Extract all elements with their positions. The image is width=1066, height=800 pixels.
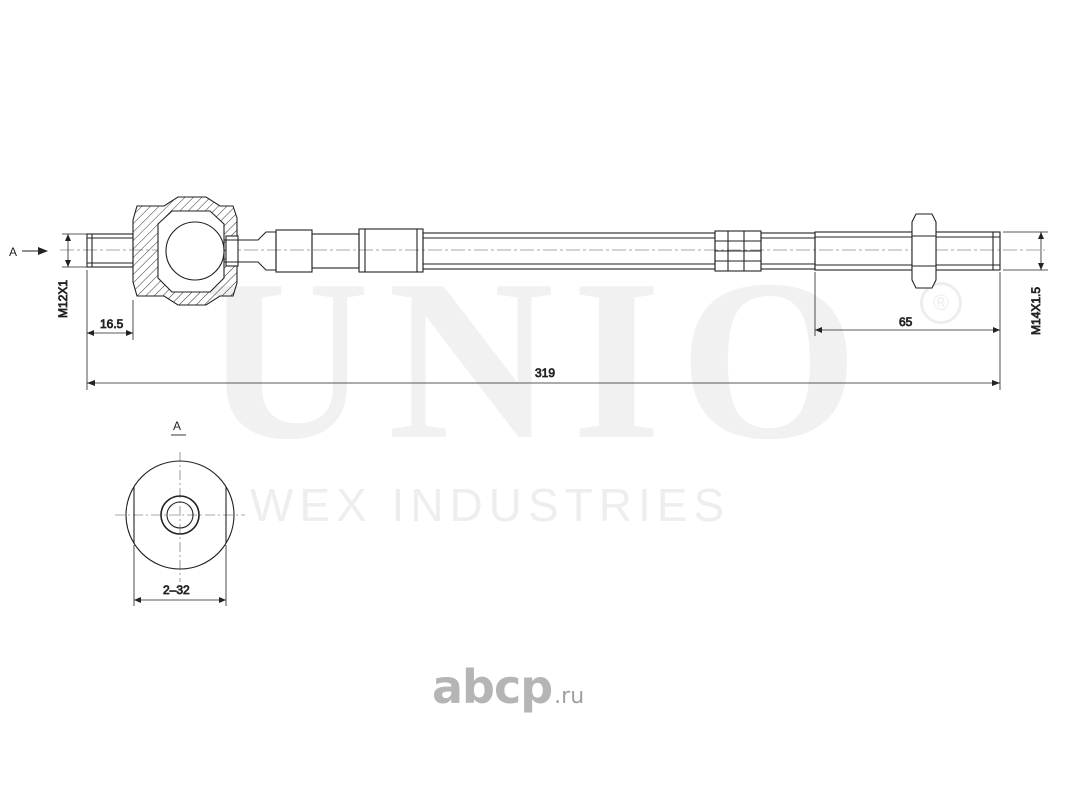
dimension-overall-length: 319	[87, 366, 1000, 386]
dim-left-thread-length-label: 16.5	[100, 317, 124, 331]
dimension-wrench-size: 2–32	[133, 545, 227, 606]
dimension-right-thread-diameter: M14X1.5	[1003, 231, 1048, 335]
view-direction-arrow: A	[9, 245, 48, 259]
dimension-left-thread-diameter: M12X1	[56, 233, 87, 318]
thread-left-label: M12X1	[56, 280, 70, 318]
thread-right-label: M14X1.5	[1029, 287, 1043, 335]
watermark-company: WEX INDUSTRIES	[250, 479, 731, 531]
right-threaded-end	[814, 231, 1001, 271]
dim-right-thread-length-label: 65	[899, 315, 913, 329]
watermark-brand: UNIO	[203, 232, 877, 487]
dim-overall-length-label: 319	[535, 366, 555, 380]
left-threaded-end	[86, 233, 134, 268]
dimension-right-thread-length: 65	[814, 272, 1001, 390]
abcp-logo-text: abcp	[432, 660, 553, 714]
view-label: A	[173, 419, 181, 433]
lock-nut	[911, 213, 937, 289]
inner-rod	[224, 228, 816, 273]
abcp-logo: abcp.ru	[432, 660, 584, 714]
dimension-left-thread-length: 16.5	[86, 270, 134, 390]
watermark-registered-mark: ®	[920, 282, 962, 324]
section-mark-label: A	[9, 245, 17, 259]
abcp-logo-tld: .ru	[554, 684, 585, 709]
dim-wrench-size-label: 2–32	[163, 583, 190, 597]
ball-joint-housing	[132, 196, 239, 306]
end-view: A	[115, 419, 245, 582]
